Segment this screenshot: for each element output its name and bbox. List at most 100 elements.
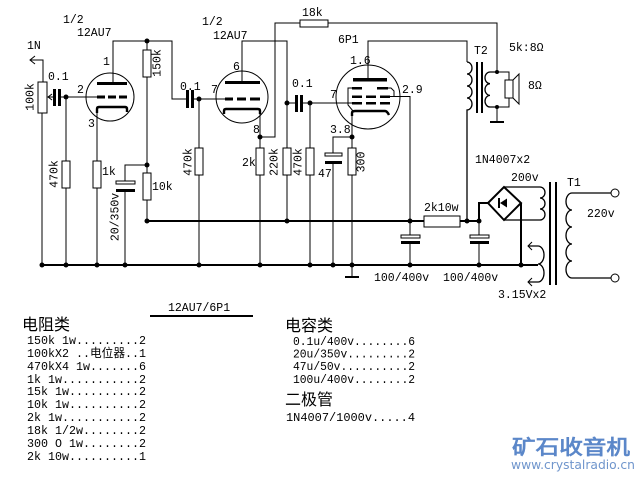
coupling1-cap-label: 0.1 bbox=[180, 81, 201, 94]
decoupling-resistor-label: 10k bbox=[152, 181, 173, 194]
input-section bbox=[29, 55, 87, 265]
heater-arrow-icon bbox=[527, 241, 533, 251]
schematic-labels: 1/2 12AU7 1N 0.1 100k 2 1 3 150k 470k 1k… bbox=[25, 7, 615, 302]
junction-dot bbox=[307, 100, 313, 106]
resistor-item: 100kX2 ..电位器..1 bbox=[27, 346, 146, 361]
junction-dot bbox=[284, 100, 290, 106]
feedback-resistor bbox=[299, 19, 329, 28]
heater-winding-label: 3.15Vx2 bbox=[498, 289, 546, 302]
junction-dot bbox=[330, 262, 336, 268]
speaker-impedance-label: 8Ω bbox=[528, 80, 542, 93]
filter-cap2-plate-positive bbox=[469, 234, 490, 239]
resistor-item: 2k 10w..........1 bbox=[27, 450, 146, 464]
pot-wiper-arrow-icon bbox=[47, 93, 53, 101]
t2-label: T2 bbox=[474, 45, 488, 58]
tube3-pentode bbox=[324, 40, 468, 278]
capacitor-item: 47u/50v..........2 bbox=[293, 360, 415, 374]
resistor-item: 15k 1w..........2 bbox=[27, 385, 146, 399]
t1-label: T1 bbox=[567, 177, 581, 190]
cathode3-resistor-label: 300 bbox=[356, 152, 369, 173]
grid3-resistor bbox=[305, 147, 315, 176]
watermark: 矿石收音机 www.crystalradio.cn bbox=[511, 435, 635, 472]
t2-ratio-label: 5k:8Ω bbox=[509, 42, 544, 55]
junction-dot bbox=[196, 262, 202, 268]
t2-core bbox=[476, 62, 483, 113]
junction-dot bbox=[476, 262, 482, 268]
tube1-plate-pin-label: 1 bbox=[103, 56, 110, 69]
resistor-item: 10k 1w..........2 bbox=[27, 398, 146, 412]
plate1-resistor-label: 150k bbox=[152, 49, 165, 77]
filter-cap1-plate-positive bbox=[400, 234, 421, 239]
rectifier-label: 1N4007x2 bbox=[475, 154, 530, 167]
resistor-item: 1k 1w...........2 bbox=[27, 373, 146, 387]
junction-dot bbox=[39, 262, 45, 268]
filter-resistor-label: 2k10w bbox=[424, 202, 459, 215]
tube3-screen-dash bbox=[366, 95, 376, 98]
decoupling-cap-plate-positive bbox=[115, 180, 136, 185]
volume-potentiometer bbox=[37, 81, 48, 114]
junction-dots bbox=[39, 38, 524, 268]
tube1-grid-pin-label: 2 bbox=[77, 84, 84, 97]
cathode2-resistor bbox=[255, 147, 265, 176]
watermark-url: www.crystalradio.cn bbox=[511, 458, 635, 472]
resistor-item: 300 O 1w........2 bbox=[27, 437, 146, 451]
junction-dot bbox=[349, 134, 355, 140]
tube3-grid-pin-label: 7 bbox=[330, 89, 337, 102]
junction-dot bbox=[284, 218, 290, 224]
tube2-type-label: 12AU7 bbox=[213, 30, 248, 43]
tube2-plate bbox=[225, 81, 260, 84]
junction-dot bbox=[464, 218, 470, 224]
tube2-half-label: 1/2 bbox=[202, 16, 223, 29]
diode-item: 1N4007/1000v.....4 bbox=[286, 411, 415, 425]
tube3-grid-dash bbox=[352, 102, 362, 105]
t1-hv-winding bbox=[504, 186, 546, 221]
resistor-item: 18k 1/2w........2 bbox=[27, 424, 146, 438]
diode-icon bbox=[500, 198, 507, 208]
tube3-plate-wire bbox=[367, 40, 468, 79]
tube3-suppressor-link bbox=[347, 87, 354, 112]
junction-dot bbox=[349, 262, 355, 268]
grid1-resistor-label: 470k bbox=[49, 160, 62, 188]
tube2-cathode-pin-label: 8 bbox=[253, 124, 260, 137]
speaker-icon bbox=[504, 79, 514, 99]
feedback-wire bbox=[260, 22, 498, 138]
tube2-cathode bbox=[222, 107, 262, 114]
heater-arrow-icon bbox=[527, 277, 533, 287]
tube1-cathode-pin-label: 3 bbox=[88, 118, 95, 131]
plate2-resistor-label: 220k bbox=[269, 148, 282, 176]
tube1-grid-dash bbox=[108, 95, 116, 99]
decoupling-cap-wire bbox=[124, 164, 147, 265]
plate2-resistor bbox=[282, 147, 292, 176]
tube1-cathode bbox=[95, 105, 129, 113]
cathode3-resistor bbox=[347, 147, 357, 176]
tube2-grid-dash bbox=[237, 97, 246, 101]
coupling1-cap-plate-left bbox=[186, 90, 189, 108]
cathode3-cap-wire bbox=[332, 136, 352, 265]
speaker-wire bbox=[497, 71, 510, 108]
watermark-title: 矿石收音机 bbox=[512, 435, 630, 459]
parts-list: 12AU7/6P1 电阻类 150k 1w.........2 100kX2 .… bbox=[22, 302, 415, 464]
tube3-screen-dash bbox=[380, 95, 390, 98]
capacitors-heading: 电容类 bbox=[285, 316, 333, 335]
tube2-grid-pin-label: 7 bbox=[211, 84, 218, 97]
cathode2-resistor-label: 2k bbox=[242, 157, 256, 170]
coupling2-cap-label: 0.1 bbox=[292, 78, 313, 91]
plate1-resistor bbox=[142, 49, 152, 78]
tube3-grid-dash bbox=[366, 102, 376, 105]
decoupling-cap-label: 20/350v bbox=[110, 193, 123, 241]
junction-dot bbox=[122, 262, 128, 268]
cathode3-cap-plate-positive bbox=[324, 152, 343, 157]
input-cap-plate-left bbox=[53, 89, 56, 106]
junction-dot bbox=[518, 262, 524, 268]
filter-resistor bbox=[423, 215, 461, 228]
tube3-plate-pin-label: 1.6 bbox=[350, 55, 371, 68]
tube3-screen-pin-label: 2.9 bbox=[402, 84, 423, 97]
junction-dot bbox=[407, 218, 413, 224]
rectifier-output-wire bbox=[478, 202, 488, 221]
junction-dot bbox=[257, 262, 263, 268]
mains-label: 220v bbox=[587, 208, 615, 221]
diodes-heading: 二极管 bbox=[285, 390, 333, 409]
tube3-cathode-pin-label: 3.8 bbox=[330, 124, 351, 137]
